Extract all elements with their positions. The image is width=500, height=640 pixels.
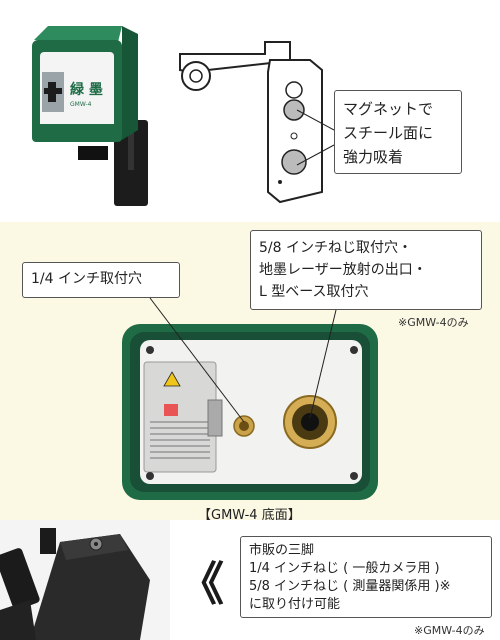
device-bottom-view-image	[122, 324, 378, 500]
chevron-arrow-icon: 《	[178, 557, 224, 611]
magnetic-bracket-illustration	[179, 41, 323, 204]
magnet-callout-line-3: 強力吸着	[343, 148, 404, 166]
magnet-callout-line-1: マグネットで	[343, 100, 434, 118]
magnet-callout-line-2: スチール面に	[343, 124, 434, 142]
gmw4-only-note-bottom: ※GMW-4のみ	[414, 624, 485, 637]
top-section: 緑 墨 GMW-4 マグネットで スチール面に 強力吸着	[0, 0, 500, 222]
svg-text:GMW-4: GMW-4	[70, 101, 92, 108]
tripod-callout-line-4: に取り付け可能	[249, 597, 341, 612]
tripod-callout-line-2: 1/4 インチねじ ( 一般カメラ用 )	[249, 561, 440, 576]
bottom-view-leader-lines	[149, 297, 337, 423]
laser-level-device-image: 緑 墨 GMW-4	[32, 26, 148, 206]
tripod-head-image	[0, 520, 170, 640]
eighth-inch-hole-callout: 5/8 インチねじ取付穴・ 地墨レーザー放射の出口・ L 型ベース取付穴	[250, 230, 482, 310]
eighth-inch-callout-line-1: 5/8 インチねじ取付穴・	[259, 240, 412, 256]
eighth-inch-callout-line-2: 地墨レーザー放射の出口・	[259, 262, 427, 278]
quarter-inch-hole-callout: 1/4 インチ取付穴	[22, 262, 180, 298]
magnet-leader-lines	[296, 109, 335, 166]
device-logo: 緑 墨	[70, 81, 103, 98]
tripod-callout-line-3: 5/8 インチねじ ( 測量器関係用 )※	[249, 579, 451, 594]
tripod-callout-line-1: 市販の三脚	[249, 543, 315, 558]
quarter-inch-hole-label: 1/4 インチ取付穴	[31, 271, 142, 287]
magnet-callout: マグネットで スチール面に 強力吸着	[334, 90, 462, 174]
eighth-inch-callout-line-3: L 型ベース取付穴	[259, 284, 369, 300]
bottom-view-section: 1/4 インチ取付穴 5/8 インチねじ取付穴・ 地墨レーザー放射の出口・ L …	[0, 222, 500, 523]
tripod-section: 《 市販の三脚 1/4 インチねじ ( 一般カメラ用 ) 5/8 インチねじ (…	[0, 520, 500, 640]
bottom-view-caption: 【GMW-4 底面】	[198, 508, 301, 523]
tripod-callout: 市販の三脚 1/4 インチねじ ( 一般カメラ用 ) 5/8 インチねじ ( 測…	[240, 536, 492, 618]
gmw4-only-note-middle: ※GMW-4のみ	[398, 316, 469, 329]
